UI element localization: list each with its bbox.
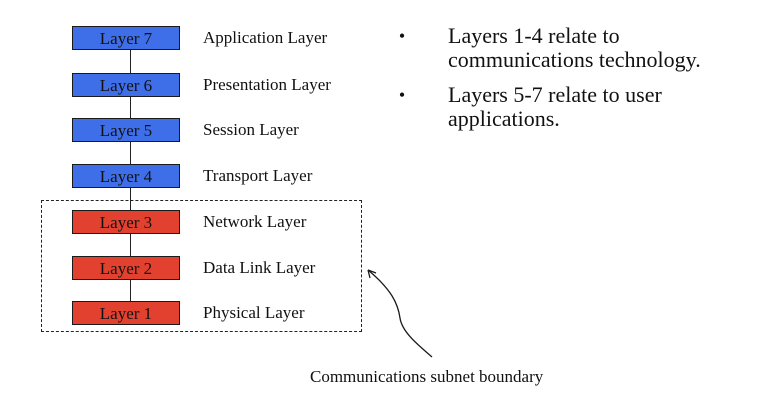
layer-2-name: Data Link Layer [203,258,316,277]
bullet-list: • Layers 1-4 relate to communications te… [396,24,766,142]
layer-6-box: Layer 6 [72,73,180,97]
subnet-boundary-box [41,200,362,332]
layer-3-name: Network Layer [203,212,307,231]
bullet-2-line-1: Layers 5-7 relate to user [448,82,662,107]
bullet-2-line-2: applications. [448,106,560,131]
bullet-item-1: • Layers 1-4 relate to communications te… [396,24,766,72]
subnet-boundary-label: Communications subnet boundary [310,367,544,386]
bullet-icon: • [398,85,406,105]
bullet-1-line-1: Layers 1-4 relate to [448,23,620,48]
layer-5-name: Session Layer [203,120,299,139]
layer-7-name: Application Layer [203,28,328,47]
bullet-icon: • [398,26,406,46]
layer-1-box: Layer 1 [72,301,180,325]
bullet-item-2: • Layers 5-7 relate to user applications… [396,83,766,131]
bullet-1-line-2: communications technology. [448,47,701,72]
layer-1-name: Physical Layer [203,303,305,322]
layer-2-box: Layer 2 [72,256,180,280]
layer-5-box: Layer 5 [72,118,180,142]
layer-4-name: Transport Layer [203,166,313,185]
layer-3-box: Layer 3 [72,210,180,234]
layer-7-box: Layer 7 [72,26,180,50]
layer-4-box: Layer 4 [72,164,180,188]
layer-6-name: Presentation Layer [203,75,331,94]
